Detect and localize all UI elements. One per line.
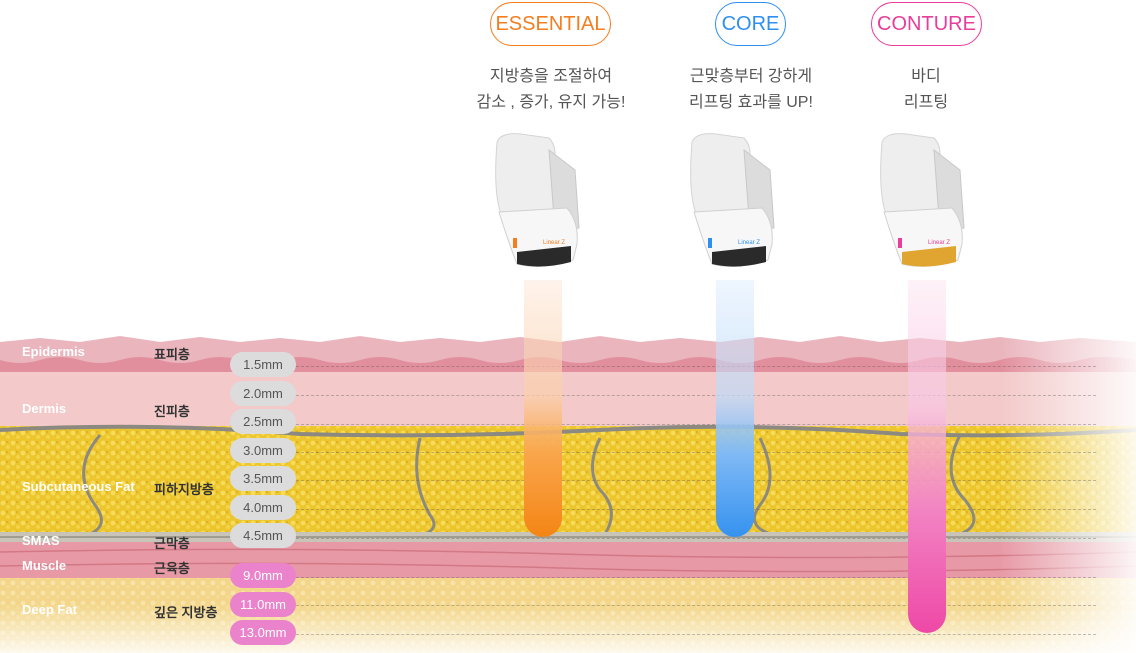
depth-line-4	[296, 452, 1096, 453]
device-label: Linear Z	[738, 240, 760, 246]
layer-label-subcutaneous-en: Subcutaneous Fat	[22, 479, 135, 494]
device-label: Linear Z	[543, 240, 565, 246]
conture-beam	[908, 280, 946, 633]
depth-line-6	[296, 509, 1096, 510]
depth-badge: 3.0mm	[230, 438, 296, 463]
depth-badge: 4.5mm	[230, 523, 296, 548]
depth-badge: 11.0mm	[230, 592, 296, 617]
depth-line-8	[296, 577, 1096, 578]
layer-label-epidermis-ko: 표피층	[154, 347, 190, 362]
essential-beam	[524, 280, 562, 537]
depth-line-2	[296, 395, 1096, 396]
depth-badge: 13.0mm	[230, 620, 296, 645]
core-beam	[716, 280, 754, 537]
depth-line-7	[296, 538, 1096, 539]
conture-cartridge: Linear Z	[880, 133, 965, 267]
skin-cross-section	[0, 330, 1136, 653]
depth-badge: 4.0mm	[230, 495, 296, 520]
depth-line-3	[296, 424, 1096, 425]
depth-line-9	[296, 605, 1096, 606]
depth-line-1	[296, 366, 1096, 367]
essential-badge: ESSENTIAL	[490, 2, 611, 46]
depth-line-5	[296, 480, 1096, 481]
layer-label-smas-en: SMAS	[22, 533, 60, 548]
layer-label-deepfat-ko: 깊은 지방층	[154, 605, 218, 620]
essential-desc-line1: 지방층을 조절하여	[489, 68, 613, 85]
core-desc-line2: 리프팅 효과를 UP!	[689, 94, 813, 111]
depth-badge: 2.5mm	[230, 409, 296, 434]
layer-label-epidermis-en: Epidermis	[22, 344, 85, 359]
depth-badge: 1.5mm	[230, 352, 296, 377]
core-desc-line1: 근맞층부터 강하게	[689, 68, 813, 85]
core-badge: CORE	[715, 2, 786, 46]
layer-label-muscle-ko: 근육층	[154, 561, 190, 576]
depth-badge: 3.5mm	[230, 466, 296, 491]
depth-badge: 9.0mm	[230, 563, 296, 588]
essential-cartridge: Linear Z	[495, 133, 580, 267]
conture-description: 바디 리프팅	[826, 64, 1026, 116]
core-cartridge: Linear Z	[690, 133, 775, 267]
depth-line-10	[296, 634, 1096, 635]
layer-label-deepfat-en: Deep Fat	[22, 602, 77, 617]
layer-label-smas-ko: 근막층	[154, 536, 190, 551]
conture-desc-line2: 리프팅	[903, 94, 949, 111]
device-label: Linear Z	[928, 240, 950, 246]
conture-badge: CONTURE	[871, 2, 982, 46]
essential-description: 지방층을 조절하여 감소 , 증가, 유지 가능!	[451, 64, 651, 116]
depth-badge: 2.0mm	[230, 381, 296, 406]
core-description: 근맞층부터 강하게 리프팅 효과를 UP!	[651, 64, 851, 116]
layer-label-subcutaneous-ko: 피하지방층	[154, 482, 214, 497]
essential-desc-line2: 감소 , 증가, 유지 가능!	[476, 94, 626, 111]
layer-label-dermis-en: Dermis	[22, 401, 67, 416]
layer-label-dermis-ko: 진피층	[154, 404, 190, 419]
layer-label-muscle-en: Muscle	[22, 558, 67, 573]
conture-desc-line1: 바디	[911, 68, 941, 85]
